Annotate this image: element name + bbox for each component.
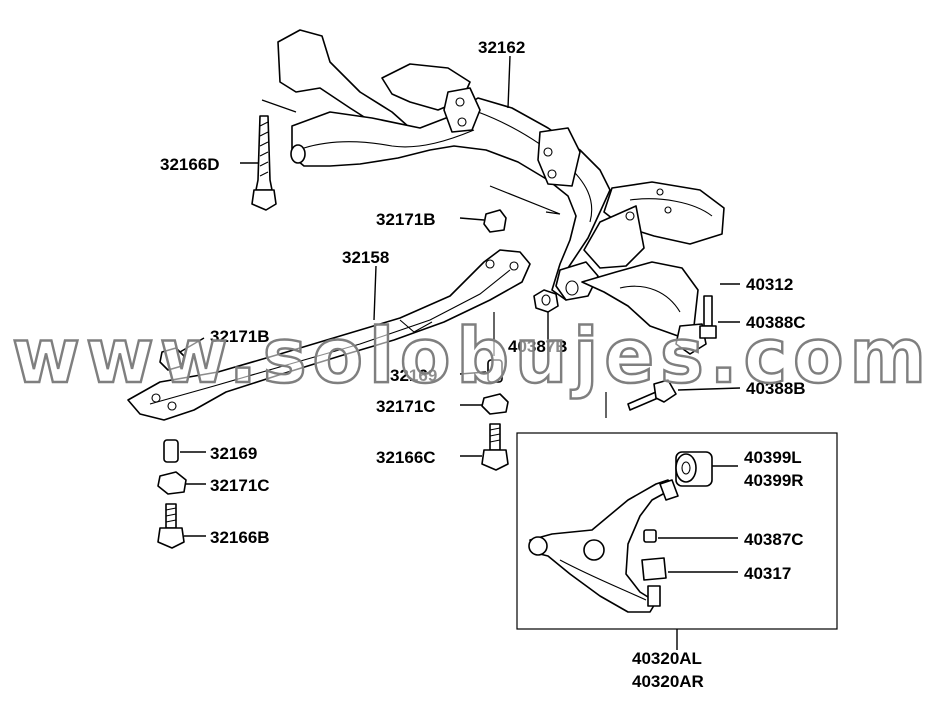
label-32166B: 32166B: [210, 528, 270, 547]
bolt-40388C: [699, 295, 717, 339]
stay-32158: [127, 249, 531, 421]
label-32171C-left: 32171C: [210, 476, 270, 495]
nut-40387B: [533, 289, 559, 313]
dash-32166D: [261, 99, 297, 113]
label-40388C: 40388C: [746, 313, 806, 332]
bushing-32171C-left: [157, 471, 187, 495]
label-40388B: 40388B: [746, 379, 806, 398]
label-32169-left: 32169: [210, 444, 257, 463]
bushing-32171B-left: [159, 347, 185, 371]
bushing-32171C-mid: [481, 393, 509, 415]
bolt-32166D: [251, 115, 277, 211]
label-32171B-left: 32171B: [210, 327, 270, 346]
bolt-32166C: [481, 423, 509, 471]
collar-32169-mid: [487, 359, 503, 383]
label-32158: 32158: [342, 248, 389, 267]
label-40317: 40317: [744, 564, 791, 583]
label-40312: 40312: [746, 275, 793, 294]
label-32171C-mid: 32171C: [376, 397, 436, 416]
label-32171B-top: 32171B: [376, 210, 436, 229]
watermark-text: www.solobujes.com: [12, 311, 932, 400]
label-40320AL: 40320AL: [632, 649, 702, 668]
label-40399R: 40399R: [744, 471, 804, 490]
lower-arm-bracket-upper: [581, 261, 707, 355]
crossmember-32162: [277, 29, 725, 301]
bushing-32171B-top: [483, 209, 507, 233]
collar-32169-left: [163, 439, 179, 463]
bolt-40388B: [627, 379, 677, 411]
label-40320AR: 40320AR: [632, 672, 704, 691]
lower-arm-40320: [528, 451, 713, 613]
label-40387C: 40387C: [744, 530, 804, 549]
dash-32171B-top: [489, 185, 561, 215]
bolt-32166B: [157, 503, 185, 549]
label-32169-mid: 32169: [390, 366, 437, 385]
label-32162: 32162: [478, 38, 525, 57]
leader-lines: [179, 55, 741, 650]
label-40387B: 40387B: [508, 337, 568, 356]
label-40399L: 40399L: [744, 448, 802, 467]
label-32166C: 32166C: [376, 448, 436, 467]
label-32166D: 32166D: [160, 155, 220, 174]
